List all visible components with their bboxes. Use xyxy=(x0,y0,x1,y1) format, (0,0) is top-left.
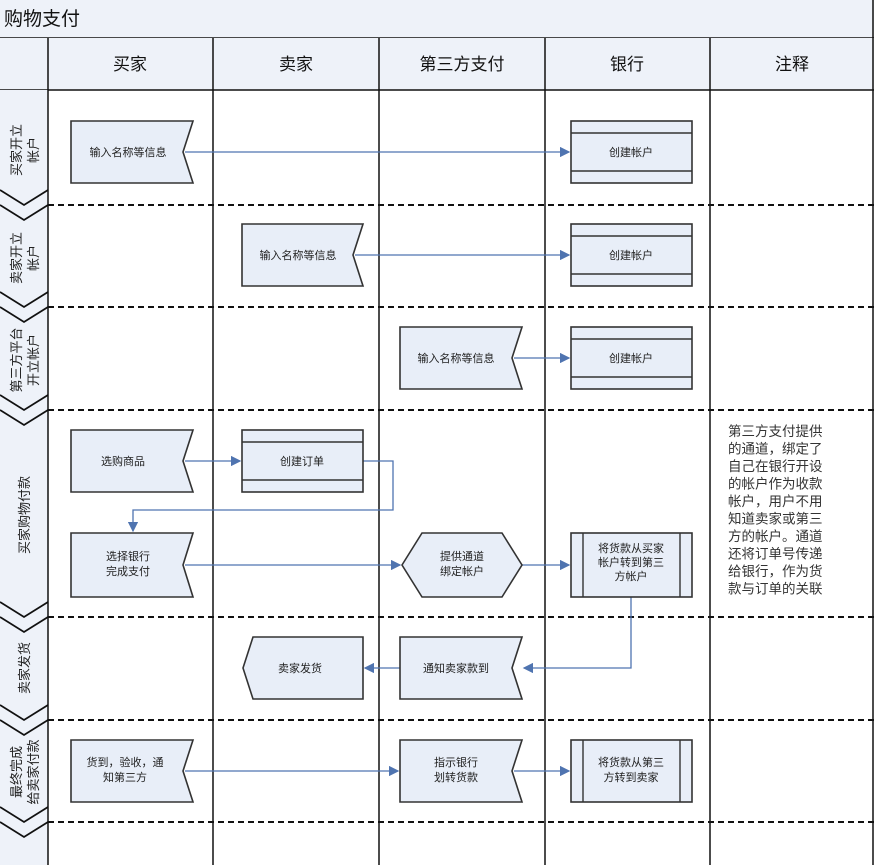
lane-dividers xyxy=(48,204,874,823)
column-header-notes: 注释 xyxy=(775,55,809,75)
column-header-buyer: 买家 xyxy=(113,55,147,75)
column-header-seller: 卖家 xyxy=(279,55,313,75)
node-notify-seller: 通知卖家款到 xyxy=(399,636,524,700)
svg-text:卖家发货: 卖家发货 xyxy=(278,661,322,675)
node-select-goods: 选购商品 xyxy=(70,429,195,493)
node-third-party-input: 输入名称等信息 xyxy=(399,326,524,390)
node-buyer-input: 输入名称等信息 xyxy=(70,120,195,184)
node-provide-channel: 提供通道绑定帐户 xyxy=(401,532,523,598)
node-seller-input: 输入名称等信息 xyxy=(241,223,365,287)
node-bank-create-account-2: 创建帐户 xyxy=(570,223,693,287)
node-choose-bank: 选择银行完成支付 xyxy=(70,532,195,598)
lane-final-payment: 最终完成给卖家付款 xyxy=(9,739,42,804)
svg-text:创建帐户: 创建帐户 xyxy=(609,351,653,365)
svg-text:选择银行完成支付: 选择银行完成支付 xyxy=(106,549,150,578)
svg-text:输入名称等信息: 输入名称等信息 xyxy=(260,248,337,262)
svg-text:创建帐户: 创建帐户 xyxy=(609,145,653,159)
column-headers: 买家 卖家 第三方支付 银行 注释 xyxy=(113,55,809,75)
svg-text:指示银行划转货款: 指示银行划转货款 xyxy=(434,755,478,784)
node-seller-ship: 卖家发货 xyxy=(242,636,364,700)
column-dividers xyxy=(47,0,874,865)
node-transfer-to-seller: 将货款从第三方转到卖家 xyxy=(570,739,693,803)
svg-text:将货款从买家帐户转到第三方帐户: 将货款从买家帐户转到第三方帐户 xyxy=(598,541,664,583)
header-row xyxy=(0,38,874,90)
lane-seller-account: 卖家开立帐户 xyxy=(9,232,42,284)
svg-text:通知卖家款到: 通知卖家款到 xyxy=(423,661,489,675)
column-header-bank: 银行 xyxy=(610,55,644,75)
svg-text:货到，验收，通知第三方: 货到，验收，通知第三方 xyxy=(87,755,164,784)
node-create-order: 创建订单 xyxy=(241,429,364,493)
node-bank-create-account-3: 创建帐户 xyxy=(570,326,693,390)
lane-seller-ship: 卖家发货 xyxy=(17,642,33,694)
lane-buyer-account: 买家开立帐户 xyxy=(9,124,42,176)
title-bar xyxy=(0,0,874,38)
diagram-title: 购物支付 xyxy=(4,8,80,30)
column-header-third-party: 第三方支付 xyxy=(420,55,505,75)
lane-third-party-account: 第三方平台开立帐户 xyxy=(9,327,42,392)
node-instruct-bank: 指示银行划转货款 xyxy=(399,739,524,803)
svg-text:创建帐户: 创建帐户 xyxy=(609,248,653,262)
node-transfer-to-third-party: 将货款从买家帐户转到第三方帐户 xyxy=(570,532,693,598)
svg-text:输入名称等信息: 输入名称等信息 xyxy=(90,145,167,159)
annotation-note: 第三方支付提供 的通道，绑定了 自己在银行开设 的帐户作为收款 帐户，用户不用 … xyxy=(728,423,827,598)
svg-text:提供通道绑定帐户: 提供通道绑定帐户 xyxy=(440,549,484,578)
svg-text:将货款从第三方转到卖家: 将货款从第三方转到卖家 xyxy=(598,755,664,784)
node-bank-create-account-1: 创建帐户 xyxy=(570,120,693,184)
flow-arrows xyxy=(127,146,632,777)
lane-buyer-payment: 买家购物付款 xyxy=(17,476,33,554)
svg-text:创建订单: 创建订单 xyxy=(280,454,324,468)
lane-labels: 买家开立帐户 卖家开立帐户 第三方平台开立帐户 买家购物付款 卖家发货 最终完成… xyxy=(9,124,42,805)
svg-text:选购商品: 选购商品 xyxy=(101,454,145,468)
svg-text:输入名称等信息: 输入名称等信息 xyxy=(418,351,495,365)
node-goods-received: 货到，验收，通知第三方 xyxy=(70,739,195,803)
